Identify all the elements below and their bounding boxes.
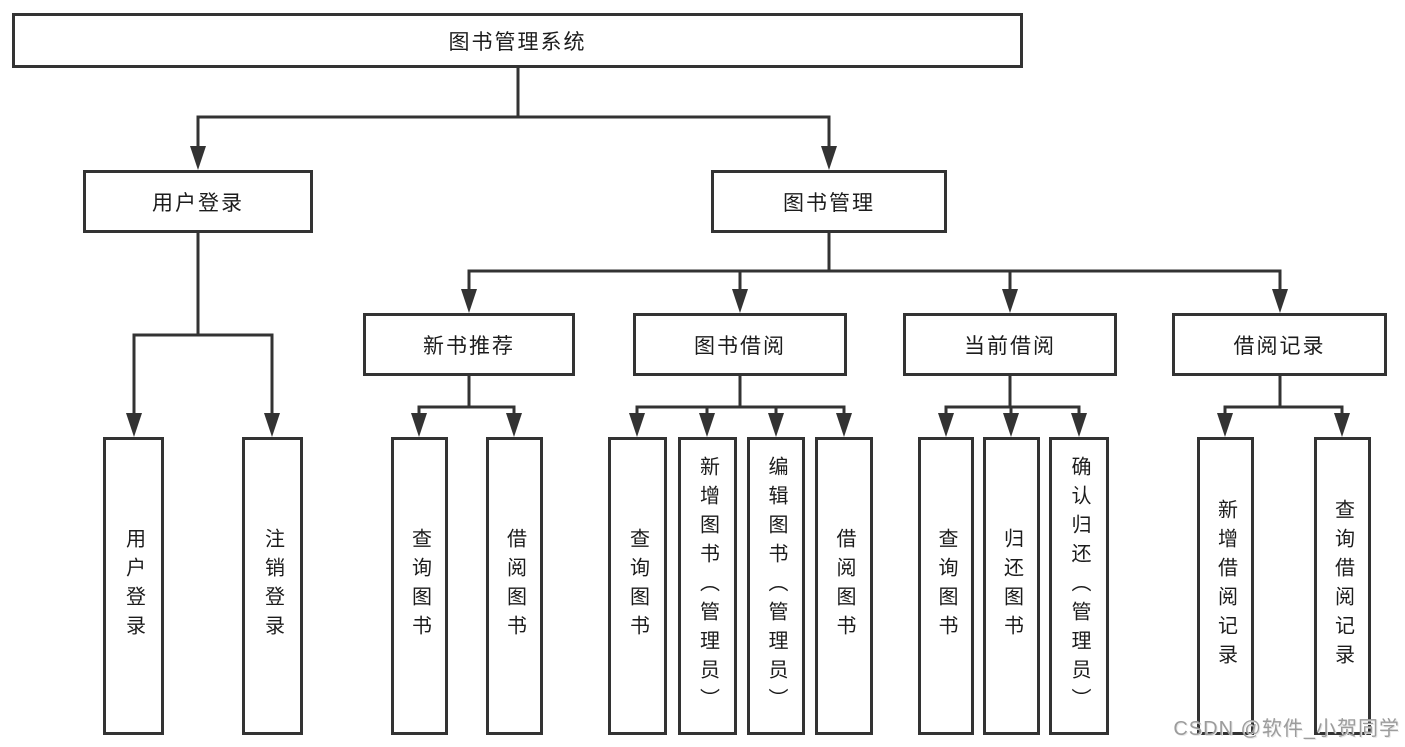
node-book-management-label: 图书管理 — [783, 191, 875, 215]
node-current-borrow: 当前借阅 — [903, 313, 1117, 376]
node-borrow-records-label: 借阅记录 — [1233, 334, 1326, 358]
leaf-query-books-current-label: 查询图书 — [935, 528, 957, 644]
leaf-return-books: 归还图书 — [983, 437, 1040, 735]
connector-paths — [132, 66, 1344, 417]
connector-book-borrow — [635, 374, 846, 417]
leaf-user-login: 用户登录 — [103, 437, 164, 735]
leaf-borrow-books-label: 借阅图书 — [833, 528, 855, 644]
leaf-logout-label: 注销登录 — [261, 528, 284, 644]
node-new-book-recommend: 新书推荐 — [363, 313, 575, 376]
leaf-confirm-return-admin: 确认归还（管理员） — [1049, 437, 1109, 735]
connector-book-management — [467, 231, 1282, 293]
leaf-add-borrow-record: 新增借阅记录 — [1197, 437, 1254, 735]
connector-new-book — [417, 374, 516, 417]
connector-user-login — [132, 231, 274, 417]
arrowheads — [126, 146, 1350, 437]
leaf-query-borrow-record-label: 查询借阅记录 — [1331, 499, 1354, 673]
leaf-add-books-admin-label: 新增图书（管理员） — [696, 455, 719, 717]
watermark: CSDN @软件_小贺同学 — [1173, 718, 1400, 740]
connector-borrow-records — [1223, 374, 1344, 417]
leaf-user-login-label: 用户登录 — [122, 528, 145, 644]
leaf-query-books-recommend: 查询图书 — [391, 437, 448, 735]
node-library-system: 图书管理系统 — [12, 13, 1023, 68]
connector-root — [196, 66, 831, 150]
leaf-borrow-books-recommend: 借阅图书 — [486, 437, 543, 735]
leaf-query-books-borrow: 查询图书 — [608, 437, 667, 735]
leaf-borrow-books-recommend-label: 借阅图书 — [503, 528, 526, 644]
leaf-edit-books-admin: 编辑图书（管理员） — [747, 437, 805, 735]
node-book-borrow: 图书借阅 — [633, 313, 847, 376]
node-book-borrow-label: 图书借阅 — [694, 334, 786, 358]
node-library-system-label: 图书管理系统 — [448, 30, 587, 54]
leaf-edit-books-admin-label: 编辑图书（管理员） — [765, 455, 787, 717]
leaf-borrow-books: 借阅图书 — [815, 437, 873, 735]
leaf-query-borrow-record: 查询借阅记录 — [1314, 437, 1371, 735]
node-book-management: 图书管理 — [711, 170, 947, 233]
leaf-return-books-label: 归还图书 — [1000, 528, 1023, 644]
leaf-add-borrow-record-label: 新增借阅记录 — [1214, 499, 1237, 673]
leaf-add-books-admin: 新增图书（管理员） — [678, 437, 737, 735]
leaf-query-books-current: 查询图书 — [918, 437, 974, 735]
node-user-login-label: 用户登录 — [152, 191, 244, 215]
leaf-query-books-recommend-label: 查询图书 — [408, 528, 431, 644]
node-new-book-recommend-label: 新书推荐 — [423, 334, 515, 358]
node-borrow-records: 借阅记录 — [1172, 313, 1387, 376]
connector-current-borrow — [944, 374, 1081, 417]
leaf-logout: 注销登录 — [242, 437, 303, 735]
leaf-confirm-return-admin-label: 确认归还（管理员） — [1068, 455, 1090, 717]
leaf-query-books-borrow-label: 查询图书 — [626, 528, 649, 644]
node-current-borrow-label: 当前借阅 — [964, 334, 1056, 358]
node-user-login: 用户登录 — [83, 170, 313, 233]
